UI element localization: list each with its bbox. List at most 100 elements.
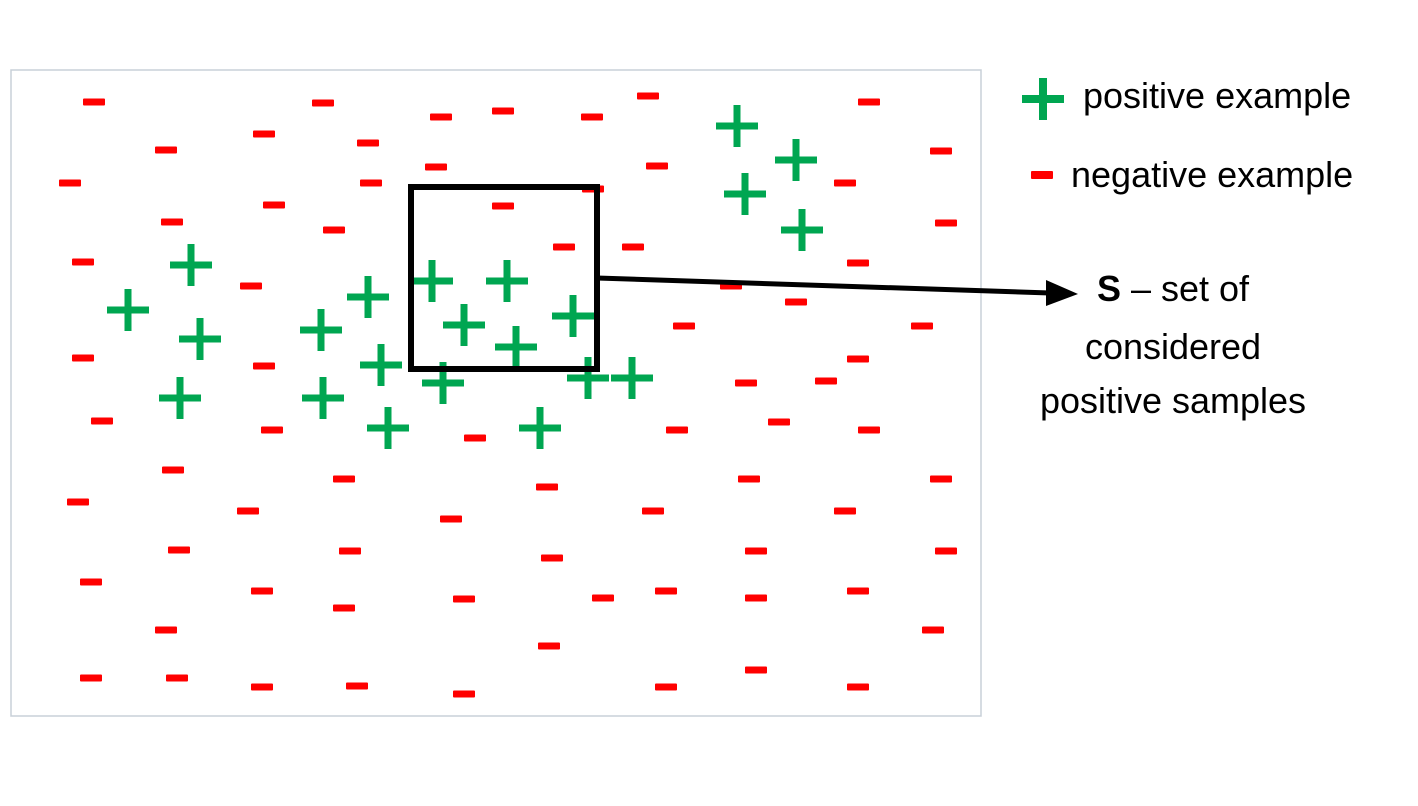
positive-example-mark	[443, 304, 485, 346]
positive-example-mark	[519, 407, 561, 449]
positive-example-mark	[107, 289, 149, 331]
negative-example-mark	[453, 690, 475, 698]
negative-example-mark	[768, 418, 790, 426]
positive-example-mark	[159, 377, 201, 419]
negative-example-mark	[168, 546, 190, 554]
negative-example-mark	[240, 282, 262, 290]
legend-icons	[1022, 78, 1064, 179]
negative-example-mark	[642, 507, 664, 515]
negative-example-mark	[312, 99, 334, 107]
negative-example-mark	[91, 417, 113, 425]
negative-example-mark	[581, 113, 603, 121]
negative-example-mark	[646, 162, 668, 170]
negative-example-mark	[251, 683, 273, 691]
positive-example-mark	[367, 407, 409, 449]
negative-example-mark	[464, 434, 486, 442]
negative-example-mark	[745, 547, 767, 555]
negative-example-mark	[834, 507, 856, 515]
positive-example-mark	[300, 309, 342, 351]
negative-example-mark	[858, 98, 880, 106]
negative-example-mark	[155, 626, 177, 634]
positive-example-mark	[724, 173, 766, 215]
positive-example-mark	[302, 377, 344, 419]
negative-example-mark	[453, 595, 475, 603]
set-symbol: S	[1096, 268, 1121, 309]
positive-example-mark	[716, 105, 758, 147]
plus-icon	[1022, 78, 1064, 120]
negative-example-mark	[922, 626, 944, 634]
negative-example-mark	[847, 259, 869, 267]
negative-example-mark	[360, 179, 382, 187]
positive-example-mark	[486, 260, 528, 302]
negative-example-mark	[655, 683, 677, 691]
negative-example-mark	[253, 130, 275, 138]
positive-example-mark	[781, 209, 823, 251]
negative-example-mark	[72, 258, 94, 266]
negative-example-mark	[161, 218, 183, 226]
negative-example-mark	[930, 475, 952, 483]
negative-example-mark	[251, 587, 273, 595]
negative-example-mark	[357, 139, 379, 147]
positive-example-mark	[360, 344, 402, 386]
negative-example-mark	[815, 377, 837, 385]
negative-example-mark	[538, 642, 560, 650]
legend-positive-label: positive example	[1083, 75, 1352, 116]
negative-example-mark	[858, 426, 880, 434]
positive-example-mark	[422, 362, 464, 404]
positive-examples	[107, 105, 823, 449]
negative-example-mark	[655, 587, 677, 595]
positive-example-mark	[567, 357, 609, 399]
negative-example-mark	[425, 163, 447, 171]
negative-example-mark	[333, 475, 355, 483]
negative-example-mark	[536, 483, 558, 491]
negative-example-mark	[155, 146, 177, 154]
negative-example-mark	[847, 683, 869, 691]
negative-example-mark	[834, 179, 856, 187]
negative-example-mark	[323, 226, 345, 234]
negative-example-mark	[67, 498, 89, 506]
negative-example-mark	[541, 554, 563, 562]
positive-example-mark	[411, 260, 453, 302]
negative-example-mark	[911, 322, 933, 330]
negative-example-mark	[492, 202, 514, 210]
negative-example-mark	[261, 426, 283, 434]
negative-example-mark	[237, 507, 259, 515]
negative-example-mark	[339, 547, 361, 555]
negative-example-mark	[847, 587, 869, 595]
legend-negative-label: negative example	[1071, 154, 1354, 195]
negative-example-mark	[935, 219, 957, 227]
negative-example-mark	[745, 594, 767, 602]
callout-arrowhead	[1046, 280, 1078, 306]
negative-example-mark	[80, 578, 102, 586]
callout-line-3: positive samples	[1039, 380, 1307, 421]
negative-example-mark	[553, 243, 575, 251]
negative-example-mark	[83, 98, 105, 106]
negative-example-mark	[738, 475, 760, 483]
positive-example-mark	[495, 326, 537, 368]
negative-example-mark	[673, 322, 695, 330]
negative-example-mark	[847, 355, 869, 363]
negative-example-mark	[162, 466, 184, 474]
negative-example-mark	[80, 674, 102, 682]
callout-line1-rest: – set of	[1120, 268, 1250, 309]
negative-example-mark	[637, 92, 659, 100]
negative-example-mark	[492, 107, 514, 115]
minus-icon	[1031, 171, 1053, 179]
negative-example-mark	[785, 298, 807, 306]
negative-example-mark	[59, 179, 81, 187]
negative-example-mark	[346, 682, 368, 690]
negative-example-mark	[263, 201, 285, 209]
positive-example-mark	[347, 276, 389, 318]
negative-example-mark	[935, 547, 957, 555]
negative-example-mark	[666, 426, 688, 434]
callout-title: S – set of	[1003, 268, 1343, 310]
negative-example-mark	[333, 604, 355, 612]
negative-example-mark	[930, 147, 952, 155]
negative-example-mark	[735, 379, 757, 387]
plot-frame	[10, 69, 982, 717]
negative-example-mark	[166, 674, 188, 682]
negative-examples	[59, 92, 957, 698]
positive-example-mark	[552, 295, 594, 337]
